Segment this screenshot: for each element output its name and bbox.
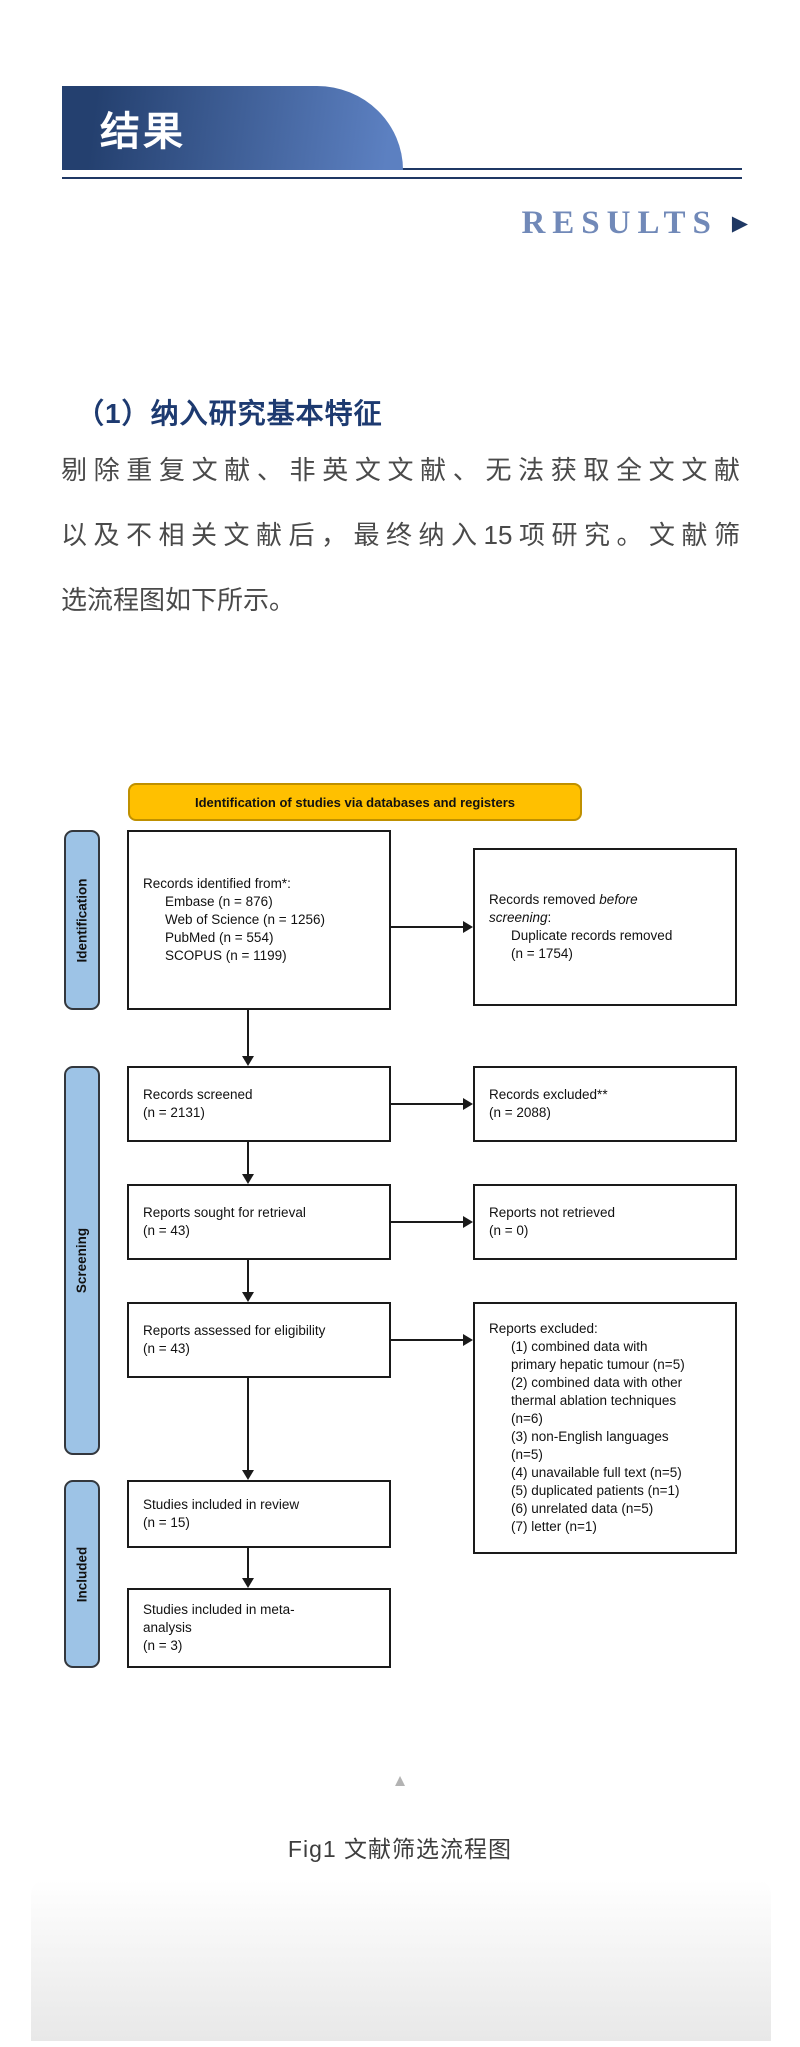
arrow-right-icon [463, 1334, 473, 1346]
results-label: RESULTS [521, 205, 718, 241]
flow-arrow-down-2 [247, 1142, 249, 1174]
flow-arrow-down-5 [247, 1548, 249, 1578]
box-reports-not-retrieved: Reports not retrieved (n = 0) [473, 1184, 737, 1260]
collapse-triangle-icon: ▲ [391, 1771, 409, 1790]
stage-label-screening: Screening [64, 1066, 100, 1455]
section-banner: 结果 [62, 86, 403, 170]
stage-label-included: Included [64, 1480, 100, 1668]
results-subtitle: RESULTS ▶ [521, 205, 748, 242]
arrow-down-icon [242, 1174, 254, 1184]
box-reports-excluded-reasons: Reports excluded: (1) combined data with… [473, 1302, 737, 1554]
arrow-right-icon [463, 1098, 473, 1110]
box-records-identified: Records identified from*: Embase (n = 87… [127, 830, 391, 1010]
flow-arrow-right-4 [391, 1339, 463, 1341]
box-reports-sought: Reports sought for retrieval (n = 43) [127, 1184, 391, 1260]
box-reports-assessed: Reports assessed for eligibility (n = 43… [127, 1302, 391, 1378]
box-records-excluded: Records excluded** (n = 2088) [473, 1066, 737, 1142]
arrow-down-icon [242, 1292, 254, 1302]
paragraph-line: 以及不相关文献后，最终纳入15项研究。文献筛 [61, 520, 740, 550]
triangle-right-icon: ▶ [731, 212, 748, 235]
next-section-card-top [31, 1880, 771, 2041]
paragraph-line: 剔除重复文献、非英文文献、无法获取全文文献 [61, 455, 740, 485]
flow-arrow-down-3 [247, 1260, 249, 1292]
section-banner-title: 结果 [100, 108, 186, 155]
arrow-down-icon [242, 1578, 254, 1588]
flow-arrow-right-1 [391, 926, 463, 928]
figure-caption: Fig1 文献筛选流程图 [287, 1836, 513, 1862]
flow-arrow-right-2 [391, 1103, 463, 1105]
subsection-heading: （1）纳入研究基本特征 [76, 398, 383, 429]
box-included-meta: Studies included in meta- analysis (n = … [127, 1588, 391, 1668]
arrow-down-icon [242, 1056, 254, 1066]
flow-arrow-down-4 [247, 1378, 249, 1470]
box-included-review: Studies included in review (n = 15) [127, 1480, 391, 1548]
body-paragraph: 剔除重复文献、非英文文献、无法获取全文文献 以及不相关文献后，最终纳入15项研究… [61, 438, 740, 633]
stage-label-identification: Identification [64, 830, 100, 1010]
arrow-right-icon [463, 921, 473, 933]
box-records-screened: Records screened (n = 2131) [127, 1066, 391, 1142]
flow-arrow-down-1 [247, 1008, 249, 1056]
arrow-right-icon [463, 1216, 473, 1228]
arrow-down-icon [242, 1470, 254, 1480]
paragraph-line: 选流程图如下所示。 [61, 585, 296, 615]
flow-arrow-right-3 [391, 1221, 463, 1223]
box-records-removed: Records removed before screening: Duplic… [473, 848, 737, 1006]
flowchart-header: Identification of studies via databases … [128, 783, 582, 821]
divider-line-bottom [62, 177, 742, 179]
